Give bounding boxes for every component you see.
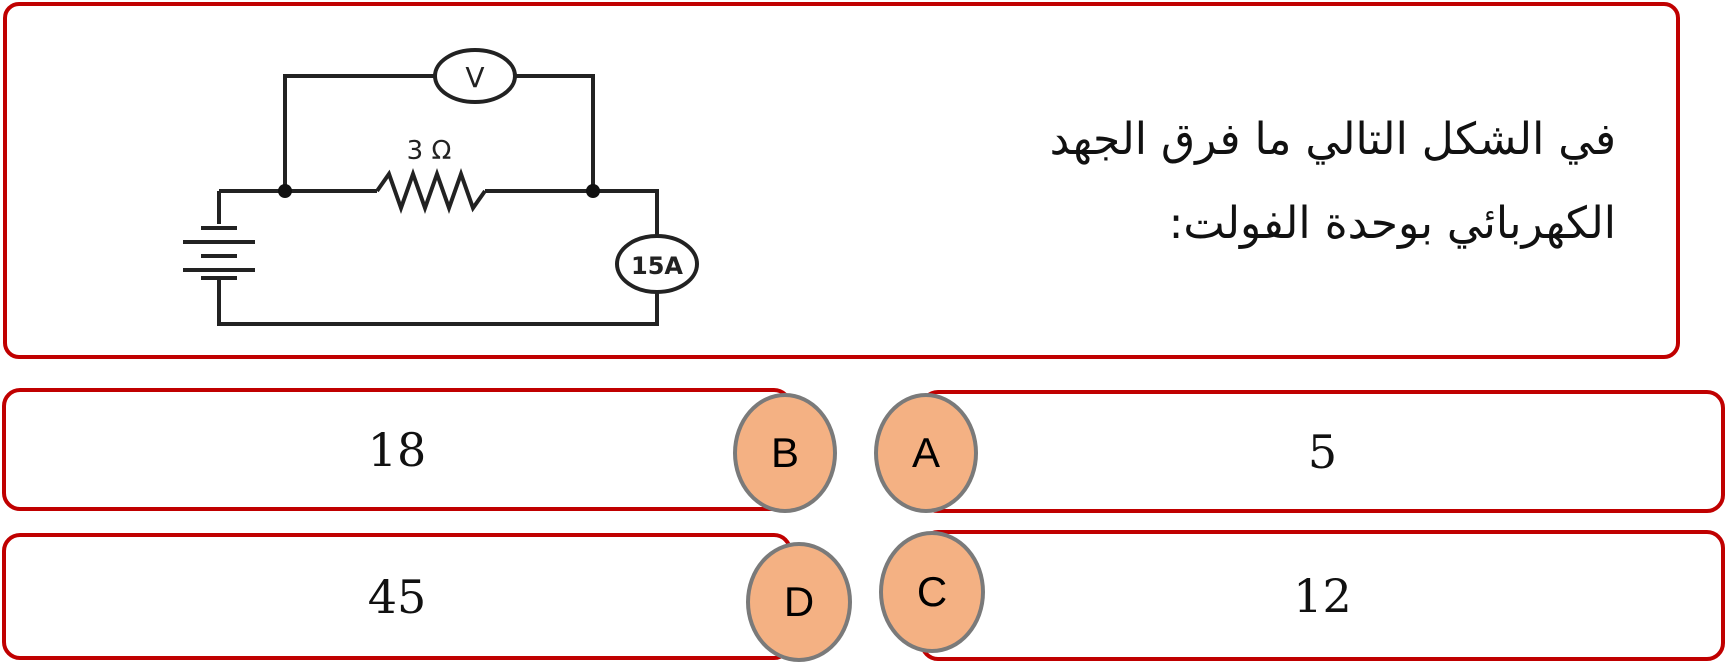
main-wire-top-right	[485, 189, 659, 236]
answer-c-value: 12	[1293, 568, 1352, 623]
question-line-1: في الشكل التالي ما فرق الجهد	[1049, 114, 1616, 165]
answer-d-badge[interactable]: D	[746, 542, 852, 662]
answer-d-value: 45	[367, 569, 427, 624]
resistor-label: 3 Ω	[407, 136, 452, 166]
junction-dot-right	[586, 184, 600, 198]
battery-icon	[183, 226, 255, 280]
answer-c-letter: C	[916, 568, 948, 615]
voltmeter-icon	[433, 48, 517, 104]
answer-a-value: 5	[1307, 424, 1338, 479]
question-text: في الشكل التالي ما فرق الجهد الكهربائي ب…	[856, 98, 1616, 266]
main-wire-bottom	[217, 278, 659, 326]
answer-b-value: 18	[367, 422, 427, 477]
answer-a-badge[interactable]: A	[874, 393, 978, 513]
ammeter-label: 15A	[631, 252, 683, 280]
answer-d-letter: D	[783, 578, 815, 625]
answer-c-badge[interactable]: C	[879, 531, 985, 653]
voltmeter-branch-wire	[283, 74, 435, 191]
answer-a-box[interactable]: 5	[920, 390, 1725, 513]
answer-d-box[interactable]: 45	[2, 533, 792, 660]
question-line-2: الكهربائي بوحدة الفولت:	[1168, 198, 1616, 249]
answer-b-box[interactable]: 18	[2, 388, 792, 511]
answer-c-box[interactable]: 12	[920, 530, 1725, 661]
question-card: في الشكل التالي ما فرق الجهد الكهربائي ب…	[3, 2, 1680, 359]
resistor-icon	[375, 167, 487, 215]
answer-a-letter: A	[911, 429, 940, 476]
answer-b-letter: B	[770, 429, 799, 476]
voltmeter-branch-wire-right	[515, 74, 595, 191]
voltmeter-label: V	[465, 61, 484, 94]
circuit-diagram: V 3 Ω 15A	[183, 48, 699, 326]
answer-b-badge[interactable]: B	[733, 393, 837, 513]
junction-dot-left	[278, 184, 292, 198]
